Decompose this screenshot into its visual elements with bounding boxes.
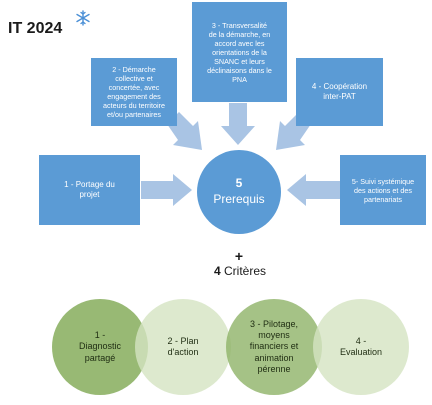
prerequisite-box-2: 2 - Démarche collective et concertée, av… [91,58,177,126]
prerequisite-label: 2 - Démarche collective et concertée, av… [103,65,165,119]
criterion-label: 1 - Diagnostic partagé [78,330,122,363]
arrow-prereq-3 [221,103,255,145]
prerequisite-box-1: 1 - Portage du projet [39,155,140,225]
prerequisite-box-4: 4 - Coopération inter-PAT [296,58,383,126]
prerequisite-label: 4 - Coopération inter-PAT [311,82,368,101]
prerequisite-label: 3 - Transversalité de la démarche, en ac… [207,20,272,84]
arrow-prereq-1 [141,174,192,206]
criterion-label: 2 - Plan d'action [167,335,199,357]
prerequisite-label: 5- Suivi systémique des actions et des p… [351,176,415,204]
prerequisite-box-3: 3 - Transversalité de la démarche, en ac… [192,2,287,102]
criterion-label: 3 - Pilotage, moyens financiers et anima… [249,318,299,374]
prerequisite-box-5: 5- Suivi systémique des actions et des p… [340,155,426,225]
criterion-label: 4 - Evaluation [339,335,383,357]
prerequisites-center-circle: 5 Prerequis [197,150,281,234]
criterion-circle-2: 2 - Plan d'action [135,299,231,395]
criterion-circle-1: 1 - Diagnostic partagé [52,299,148,395]
snowflake-icon [76,10,90,26]
criterion-circle-4: 4 - Evaluation [313,299,409,395]
criteria-heading: 4 Critères [176,264,304,278]
criteria-heading-label: Critères [224,264,267,278]
criteria-count: 4 [213,264,221,278]
plus-sign: + [234,248,244,264]
arrow-prereq-5 [287,174,340,206]
prerequisites-count: 5 [235,176,243,191]
page-title: IT 2024 [8,20,63,37]
prerequisite-label: 1 - Portage du projet [64,180,115,199]
prerequisites-label: Prerequis [213,191,265,206]
criterion-circle-3: 3 - Pilotage, moyens financiers et anima… [226,299,322,395]
